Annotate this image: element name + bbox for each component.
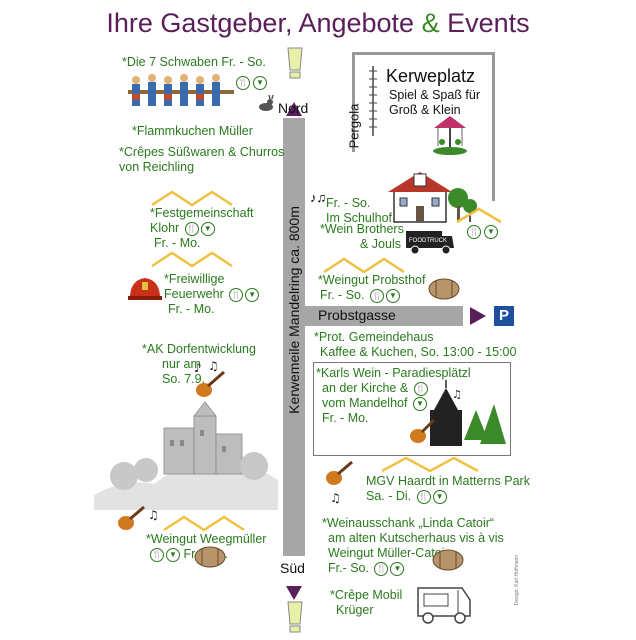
- food-icon: 🍴: [467, 225, 481, 239]
- entry-feuerwehr: *Freiwillige Feuerwehr 🍴▼ Fr. - Mo.: [164, 272, 260, 317]
- food-icon: 🍴: [229, 287, 244, 302]
- pergola-fence-icon: [369, 66, 377, 136]
- guitar-music-icon: ♫: [118, 505, 159, 530]
- rabbit-icon: [259, 95, 274, 111]
- carousel-icon: [433, 116, 467, 155]
- food-icon: 🍴: [236, 76, 250, 90]
- guitar-music-icon: ♫: [326, 460, 353, 505]
- entry-wein-brothers: *Wein Brothers & Jouls: [320, 222, 404, 251]
- crepe-van-icon: [417, 587, 471, 624]
- drink-icon: ▼: [166, 547, 180, 562]
- food-icon: 🍴: [150, 547, 164, 562]
- schoolhouse-icon: [388, 172, 477, 223]
- entry-mgv-haardt: MGV Haardt in Matterns Park Sa. - Di. 🍴▼: [366, 474, 530, 504]
- kerweplatz-subtitle: Spiel & Spaß für Groß & Klein: [389, 88, 481, 117]
- wine-barrel-icon: [194, 546, 226, 568]
- side-road-label: Probstgasse: [318, 307, 396, 323]
- roof-marker-icon: [323, 257, 405, 274]
- roof-marker-icon: [151, 251, 233, 268]
- foodtruck-icon: FOODTRUCK: [406, 231, 454, 255]
- main-road: [283, 118, 305, 556]
- svg-text:♫: ♫: [452, 388, 462, 401]
- entry-gemeindehaus: *Prot. Gemeindehaus Kaffee & Kuchen, So.…: [314, 330, 517, 359]
- food-icon: 🍴: [416, 489, 431, 504]
- roof-marker-icon: [151, 190, 233, 207]
- roof-marker-icon: [381, 456, 479, 473]
- wine-glass-icon: [287, 601, 303, 633]
- entry-ak-dorfentwicklung: *AK Dorfentwicklung nur am So. 7.9.: [142, 342, 256, 386]
- roof-marker-icon: [456, 207, 502, 224]
- main-road-label: Kerwemeile Mandelring ca. 800m: [286, 206, 302, 414]
- design-credit: Design: Karl Hoffmann: [514, 554, 520, 606]
- food-icon: 🍴: [374, 561, 389, 576]
- pergola-label: Pergola: [346, 103, 362, 149]
- entry-flammkuchen: *Flammkuchen Müller: [132, 124, 253, 138]
- castle-sketch-image: [94, 401, 278, 510]
- entry-karls-wein: *Karls Wein - Paradiesplätzl an der Kirc…: [316, 366, 471, 425]
- food-icon: 🍴: [413, 381, 428, 396]
- drink-icon: ▼: [432, 489, 447, 504]
- entry-festgemeinschaft: *Festgemeinschaft Klohr 🍴▼ Fr. - Mo.: [150, 206, 254, 250]
- food-icon: 🍴: [369, 288, 384, 303]
- karls-wein-box: [313, 362, 511, 456]
- entry-schwaben: *Die 7 Schwaben Fr. - So.: [122, 55, 266, 69]
- drink-icon: ▼: [245, 287, 260, 302]
- seven-schwaben-figures-icon: [128, 74, 234, 106]
- drink-icon: ▼: [390, 561, 405, 576]
- drink-icon: ▼: [412, 396, 427, 411]
- food-icon: 🍴: [184, 221, 199, 236]
- entry-schulhof: Fr. - So. Im Schulhof: [326, 196, 393, 225]
- page-title: Ihre Gastgeber, Angebote & Events: [106, 8, 530, 38]
- wine-barrel-icon: [432, 549, 464, 571]
- entry-linda-catoir: *Weinausschank „Linda Catoir“ am alten K…: [322, 516, 504, 576]
- drink-icon: ▼: [385, 288, 400, 303]
- fire-helmet-icon: [128, 278, 162, 300]
- svg-text:♫: ♫: [330, 491, 341, 505]
- foodtruck-label: FOODTRUCK: [409, 238, 447, 244]
- north-arrow-icon: [286, 102, 302, 116]
- side-road: [305, 306, 463, 326]
- entry-probsthof: *Weingut Probsthof Fr. - So. 🍴▼: [318, 273, 426, 303]
- church-trees-icon: ♫: [410, 380, 506, 446]
- south-label: Süd: [280, 560, 305, 576]
- north-label: Nord: [278, 100, 309, 116]
- wine-glass-icon: [287, 47, 303, 79]
- entry-crepe-mobil: *Crêpe Mobil Krüger: [330, 588, 403, 617]
- guitar-music-icon: ♪ ♫: [194, 360, 225, 397]
- roof-marker-icon: [163, 515, 245, 532]
- svg-text:♪: ♪: [194, 361, 202, 375]
- drink-icon: ▼: [484, 225, 498, 239]
- parking-sign: P: [494, 306, 514, 326]
- east-arrow-icon: [470, 307, 486, 325]
- entry-crepes: *Crêpes Süßwaren & Churros von Reichling: [119, 145, 285, 174]
- south-arrow-icon: [286, 586, 302, 600]
- drink-icon: ▼: [200, 221, 215, 236]
- wine-barrel-icon: [428, 278, 460, 300]
- kerweplatz-frame: [352, 52, 495, 201]
- svg-text:♫: ♫: [208, 360, 219, 373]
- drink-icon: ▼: [253, 76, 267, 90]
- svg-text:♫: ♫: [148, 508, 159, 522]
- music-notes-icon: ♪♫: [310, 190, 327, 205]
- kerweplatz-title: Kerweplatz: [386, 66, 476, 86]
